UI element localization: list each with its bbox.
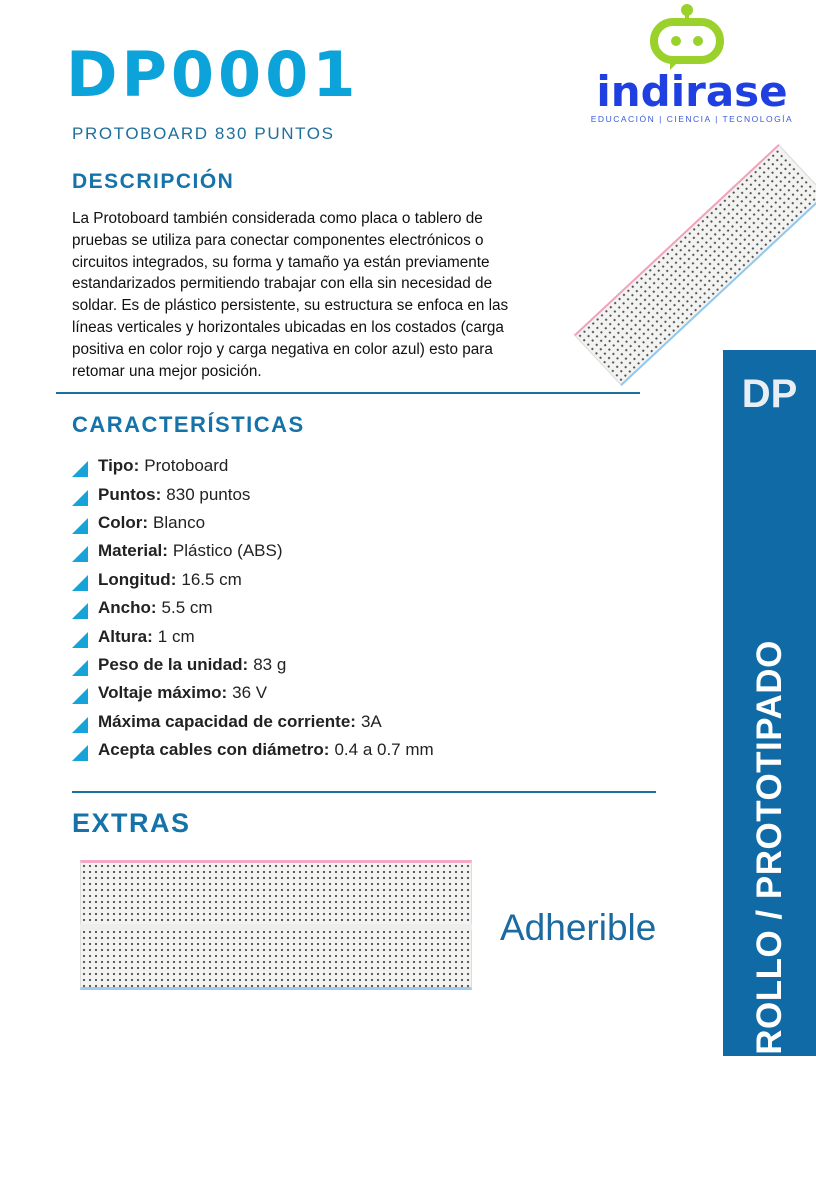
triangle-bullet-icon (72, 688, 88, 705)
feature-label: Acepta cables con diámetro: (98, 740, 330, 760)
feature-value: Plástico (ABS) (172, 541, 283, 561)
feature-value: 3A (360, 711, 382, 731)
feature-item: Material:Plástico (ABS) (72, 537, 434, 565)
feature-value: 5.5 cm (161, 598, 213, 618)
product-subtitle: PROTOBOARD 830 PUNTOS (72, 124, 335, 143)
feature-item: Acepta cables con diámetro:0.4 a 0.7 mm (72, 736, 434, 764)
board-center-channel (80, 924, 472, 930)
triangle-bullet-icon (72, 603, 88, 620)
feature-value: 0.4 a 0.7 mm (334, 740, 434, 760)
product-code: DP0001 (66, 38, 360, 111)
divider (72, 791, 656, 793)
feature-value: Blanco (153, 512, 206, 532)
feature-value: 36 V (232, 683, 268, 703)
extras-heading: EXTRAS (72, 808, 191, 838)
triangle-bullet-icon (72, 546, 88, 563)
feature-label: Puntos: (98, 484, 162, 504)
feature-value: Protoboard (144, 456, 229, 476)
triangle-bullet-icon (72, 489, 88, 506)
extras-note: Adherible (500, 907, 657, 948)
feature-value: 830 puntos (166, 484, 251, 504)
category-sidebar: DP DESARROLLO / PROTOTIPADO (723, 350, 816, 1180)
description-heading: DESCRIPCIÓN (72, 170, 235, 193)
brand-logo: indirase EDUCACIÓN | CIENCIA | TECNOLOGÍ… (582, 0, 802, 135)
category-name: DESARROLLO / PROTOTIPADO (749, 640, 789, 1180)
logo-tagline: EDUCACIÓN | CIENCIA | TECNOLOGÍA (590, 114, 794, 124)
triangle-bullet-icon (72, 517, 88, 534)
logo-wordmark: indirase (596, 67, 787, 116)
feature-label: Altura: (98, 626, 153, 646)
feature-label: Longitud: (98, 569, 177, 589)
feature-item: Máxima capacidad de corriente:3A (72, 708, 434, 736)
robot-logo-icon: indirase (596, 4, 788, 116)
feature-value: 1 cm (157, 626, 195, 646)
triangle-bullet-icon (72, 659, 88, 676)
category-abbr: DP (741, 372, 798, 416)
feature-label: Material: (98, 541, 168, 561)
feature-value: 16.5 cm (181, 569, 242, 589)
description-text: La Protoboard también considerada como p… (72, 210, 509, 380)
feature-item: Peso de la unidad:83 g (72, 651, 434, 679)
triangle-bullet-icon (72, 745, 88, 762)
triangle-bullet-icon (72, 631, 88, 648)
feature-item: Tipo:Protoboard (72, 452, 434, 480)
feature-label: Peso de la unidad: (98, 654, 249, 674)
triangle-bullet-icon (72, 574, 88, 591)
feature-item: Ancho:5.5 cm (72, 594, 434, 622)
feature-label: Tipo: (98, 456, 140, 476)
feature-item: Puntos:830 puntos (72, 480, 434, 508)
feature-item: Longitud:16.5 cm (72, 566, 434, 594)
divider (56, 392, 640, 394)
feature-label: Color: (98, 512, 149, 532)
feature-label: Ancho: (98, 598, 157, 618)
feature-label: Voltaje máximo: (98, 683, 228, 703)
feature-item: Voltaje máximo:36 V (72, 679, 434, 707)
triangle-bullet-icon (72, 716, 88, 733)
feature-value: 83 g (253, 654, 287, 674)
feature-item: Altura:1 cm (72, 622, 434, 650)
feature-label: Máxima capacidad de corriente: (98, 711, 356, 731)
feature-item: Color:Blanco (72, 509, 434, 537)
features-heading: CARACTERÍSTICAS (72, 412, 305, 437)
triangle-bullet-icon (72, 461, 88, 478)
